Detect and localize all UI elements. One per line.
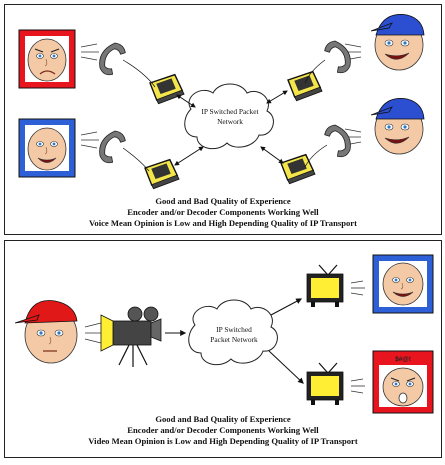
voice-diagram: IP Switched Packet Network (18, 14, 425, 190)
phone-handset-icon (99, 42, 126, 76)
unhappy-listener-face-framed (18, 29, 76, 89)
network-label: Network (217, 117, 243, 126)
network-label: Packet Network (210, 335, 258, 344)
television-icon (306, 362, 344, 405)
caption-line: Good and Bad Quality of Experience (155, 414, 291, 424)
happy-speaker-face-blue-cap (370, 98, 425, 155)
sound-lines-icon (80, 131, 99, 149)
video-diagram: IP Switched Packet Network (14, 254, 434, 414)
speaker-face-red-cap (14, 300, 78, 364)
ip-network-cloud: IP Switched Packet Network (188, 299, 278, 366)
phone-handset-icon (324, 124, 351, 158)
caption-line: Encoder and/or Decoder Components Workin… (127, 207, 319, 217)
phone-cord (304, 59, 326, 84)
video-camera-icon (100, 306, 162, 367)
sound-lines-icon (84, 322, 103, 344)
happy-viewer-face-framed (372, 254, 434, 314)
sound-lines-icon (350, 378, 365, 394)
telephone-base-icon (287, 70, 323, 102)
phone-handset-icon (324, 40, 351, 74)
happy-speaker-face-blue-cap (370, 14, 425, 71)
phone-handset-icon (99, 130, 126, 164)
bidirectional-arrows (174, 90, 288, 166)
flow-arrow (268, 350, 304, 384)
flow-arrow (270, 298, 303, 316)
unhappy-viewer-face-framed (372, 350, 434, 414)
caption-line: Voice Mean Opinion is Low and High Depen… (89, 218, 357, 228)
sound-lines-icon (80, 43, 99, 61)
video-caption: Good and Bad Quality of Experience Encod… (5, 414, 441, 447)
video-panel: IP Switched Packet Network (4, 240, 442, 458)
sound-lines-icon (350, 280, 365, 296)
telephone-base-icon (149, 73, 185, 105)
telephone-base-icon (144, 158, 180, 190)
telephone-base-icon (280, 153, 316, 185)
caption-line: Video Mean Opinion is Low and High Depen… (88, 436, 358, 446)
caption-line: Encoder and/or Decoder Components Workin… (127, 425, 319, 435)
caption-line: Good and Bad Quality of Experience (155, 196, 291, 206)
happy-listener-face-framed (18, 118, 76, 178)
voice-caption: Good and Bad Quality of Experience Encod… (5, 196, 441, 229)
phone-cord (304, 144, 328, 168)
phone-cord (122, 147, 150, 172)
phone-cord (122, 59, 156, 88)
expletive-sign: $#@! (395, 356, 411, 363)
network-label: IP Switched Packet (201, 107, 259, 116)
voice-panel: IP Switched Packet Network Good and Bad … (4, 4, 442, 235)
television-icon (306, 264, 344, 307)
ip-network-cloud: IP Switched Packet Network (184, 83, 274, 150)
network-label: IP Switched (216, 325, 252, 334)
